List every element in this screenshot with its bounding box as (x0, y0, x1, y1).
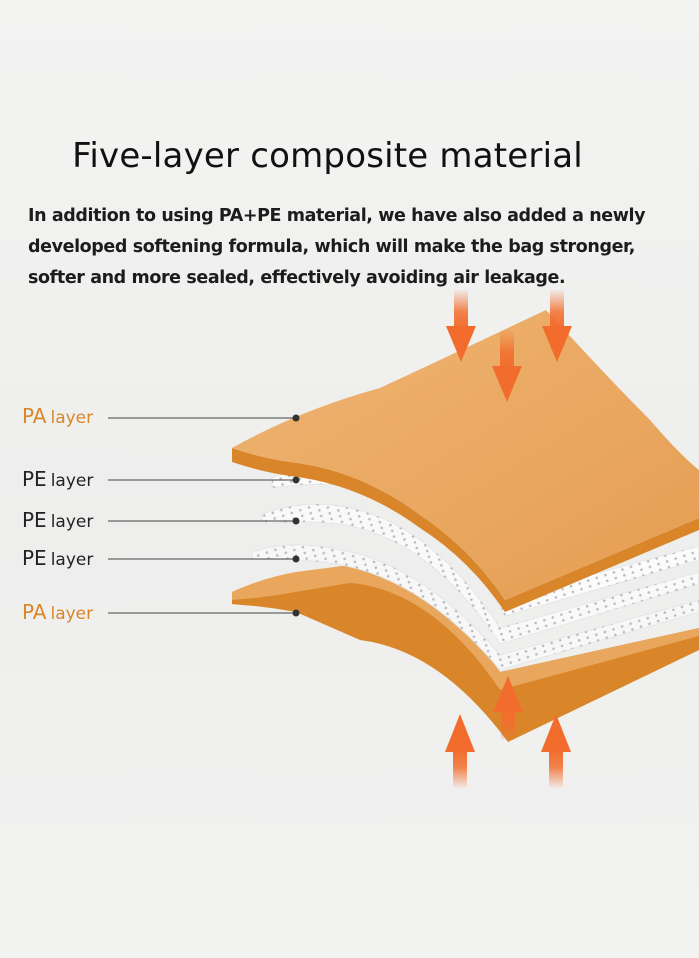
leader-dot (292, 517, 300, 525)
layer-abbr: PA (22, 600, 47, 624)
leader-dot (292, 414, 300, 422)
description-line: In addition to using PA+PE material, we … (28, 206, 646, 226)
pa-layer-bottom (232, 565, 699, 742)
description-text: In addition to using PA+PE material, we … (28, 201, 668, 294)
leader-lines (108, 417, 296, 614)
description-line: softer and more sealed, effectively avoi… (28, 268, 566, 288)
arrow-up-icon (493, 676, 523, 740)
layer-abbr: PE (22, 467, 47, 491)
arrow-down-icon (446, 290, 476, 362)
description-line: developed softening formula, which will … (28, 237, 635, 257)
pe-layer-2 (261, 503, 699, 645)
layer-abbr: PA (22, 404, 47, 428)
pressure-arrows-bottom (445, 676, 571, 788)
layer-word: layer (50, 408, 94, 428)
pe-layer-3 (251, 544, 699, 671)
layer-word: layer (50, 471, 94, 491)
page-title: Five-layer composite material (72, 136, 583, 176)
layer-word: layer (50, 604, 94, 624)
arrow-down-icon (542, 290, 572, 362)
layer-abbr: PE (22, 508, 47, 532)
pa-layer-top (232, 310, 699, 612)
arrow-up-icon (541, 714, 571, 788)
leader-dot (292, 476, 300, 484)
layer-word: layer (50, 550, 94, 570)
layer-word: layer (50, 512, 94, 532)
layer-abbr: PE (22, 546, 47, 570)
leader-dots (292, 414, 300, 617)
arrow-down-icon (492, 330, 522, 402)
arrow-up-icon (445, 714, 475, 788)
leader-dot (292, 555, 300, 563)
pressure-arrows-top (446, 290, 572, 402)
leader-dot (292, 609, 300, 617)
